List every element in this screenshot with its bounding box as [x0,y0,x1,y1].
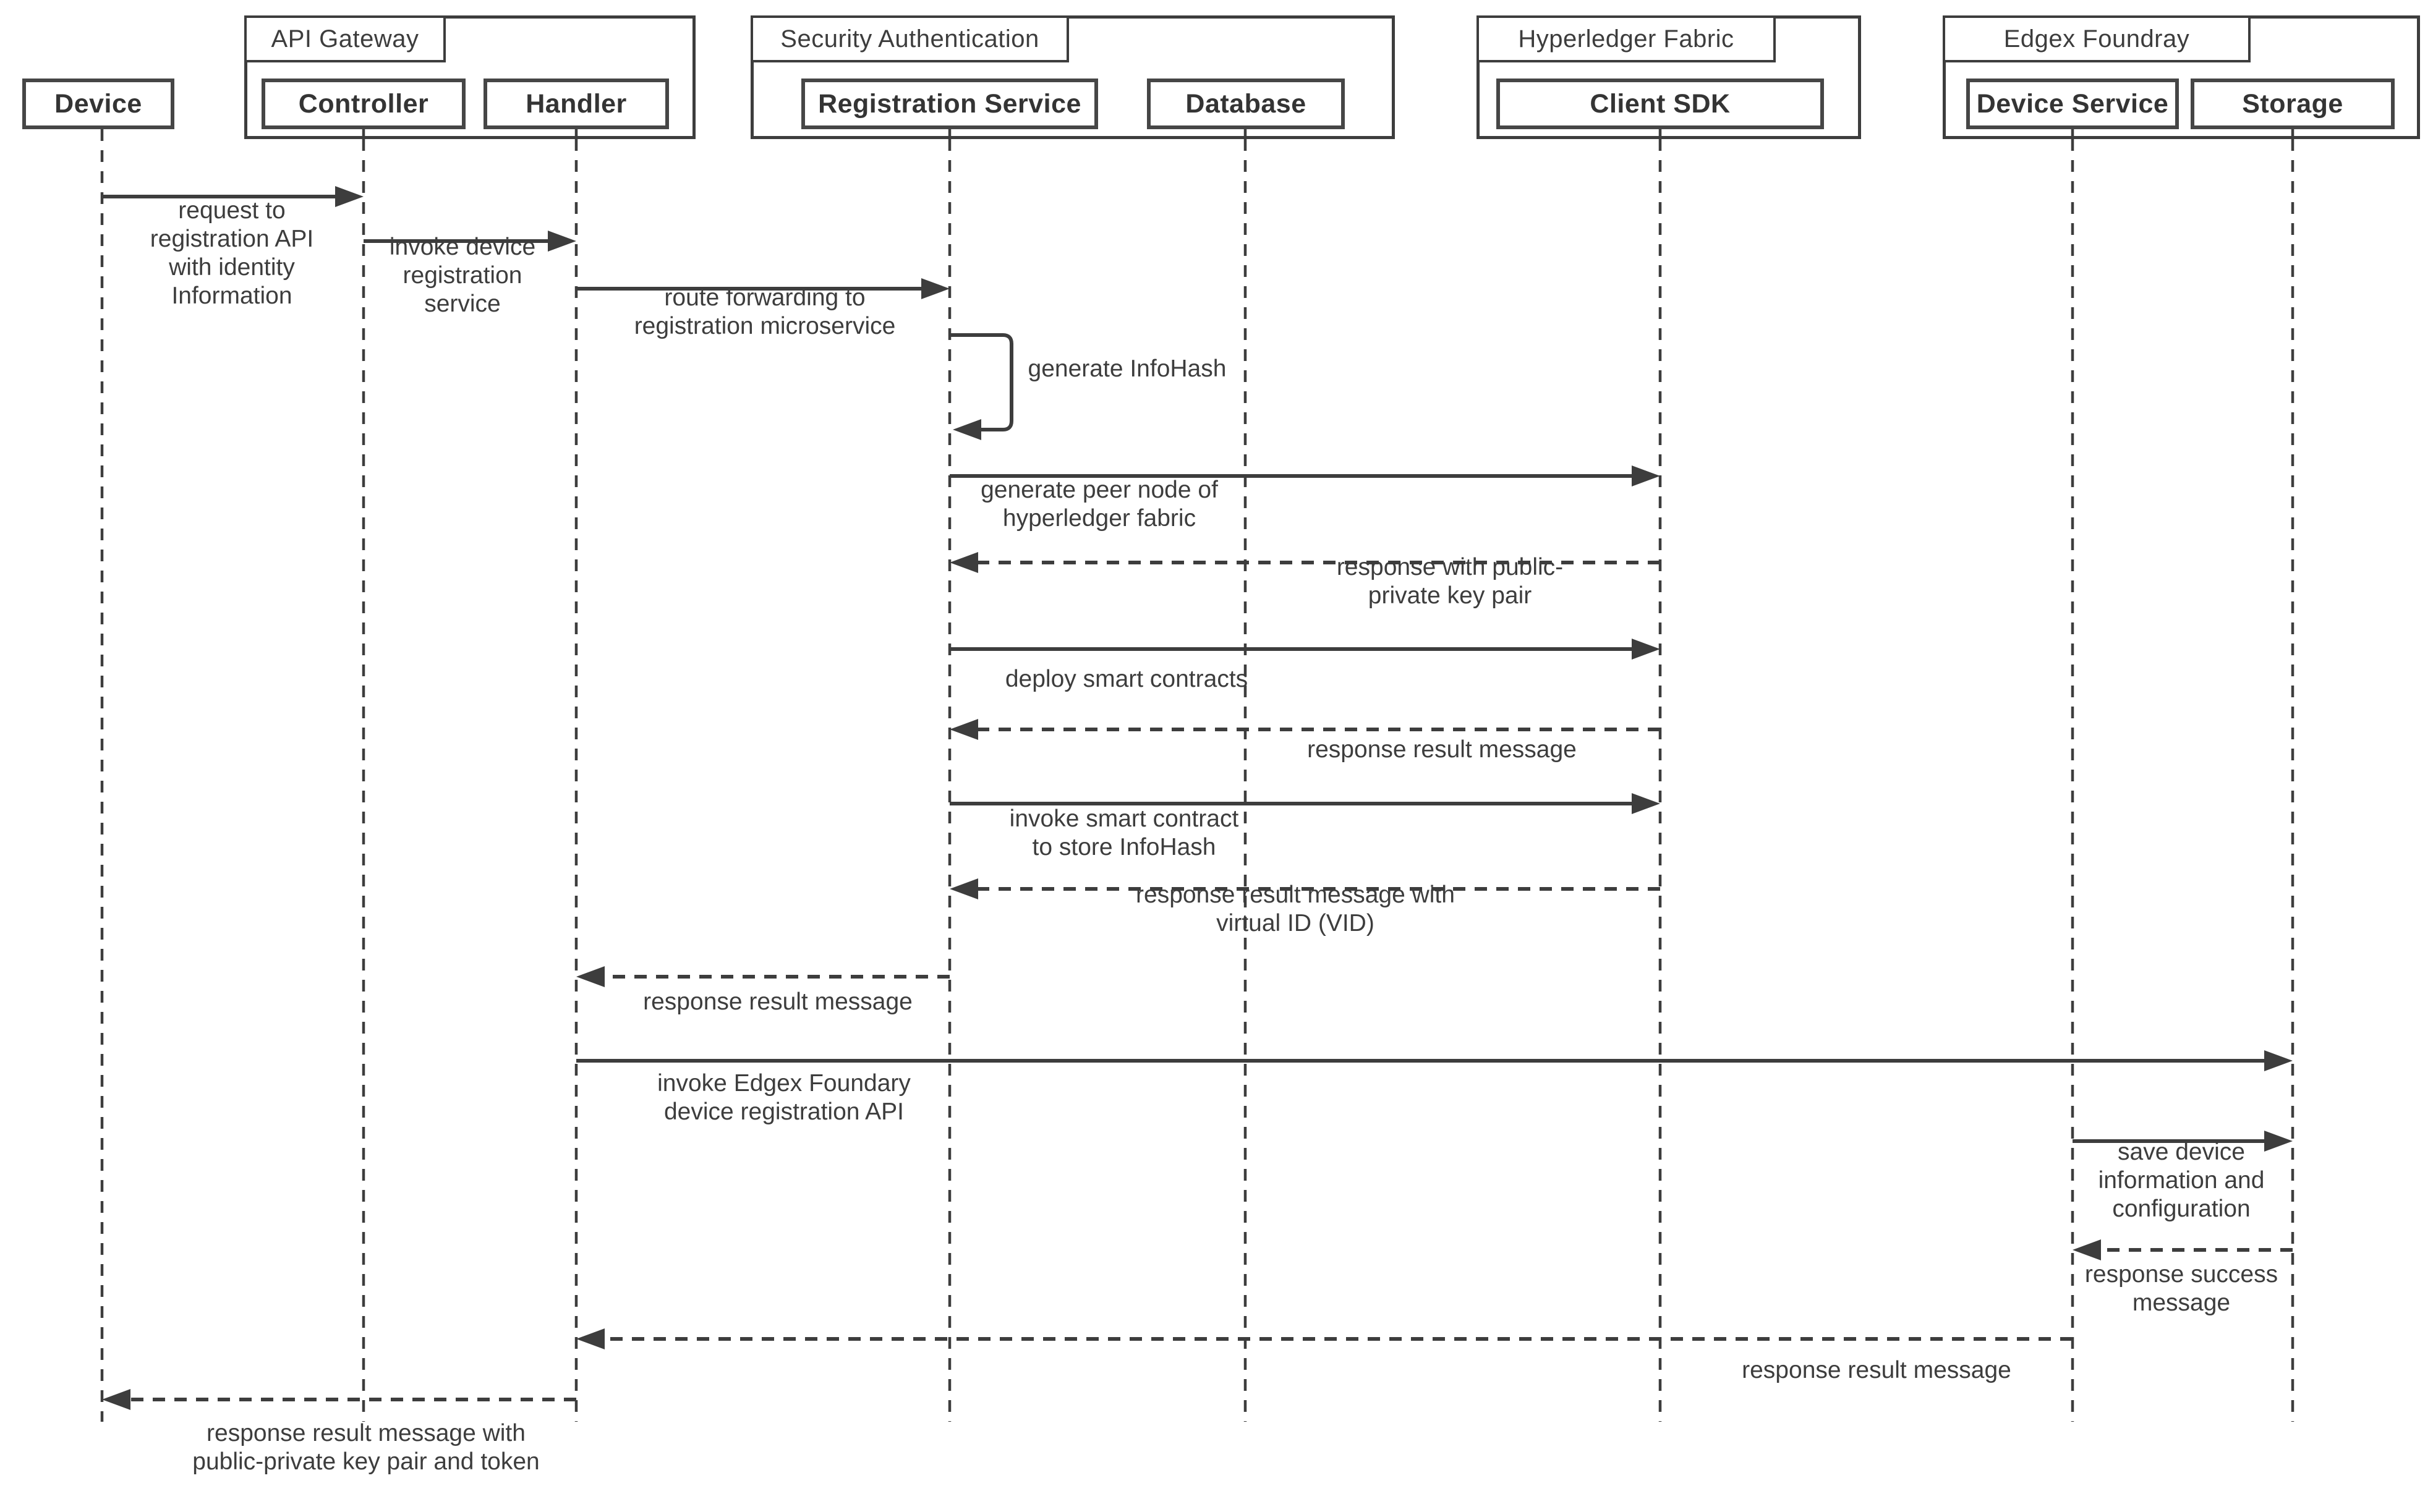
group-tab-api-gateway: API Gateway [244,15,446,62]
participant-name: Device Service [1976,88,2169,119]
participant-name: Database [1185,88,1306,119]
message-1-arrowhead [335,186,364,207]
message-2-arrowhead [548,231,576,252]
participant-name: Storage [2242,88,2343,119]
message-15-label: response result message [1742,1357,2011,1383]
group-tab-hyperledger-fabric: Hyperledger Fabric [1476,15,1776,62]
participant-name: Handler [526,88,627,119]
message-4-label: generate InfoHash [1028,355,1227,382]
message-11-arrowhead [576,966,605,987]
message-13-label: save device information and configuratio… [2098,1139,2265,1222]
group-title: Hyperledger Fabric [1518,25,1734,53]
message-8-label: response result message [1307,736,1577,763]
participant-name: Device [54,88,142,119]
participant-name: Registration Service [818,88,1081,119]
message-11-label: response result message [643,988,913,1015]
message-14-label: response success message [2084,1261,2278,1316]
message-15-arrowhead [576,1328,605,1349]
message-8-arrowhead [950,719,978,740]
message-2-label: invoke device registration service [389,234,536,317]
participant-controller: Controller [262,79,466,129]
message-7-arrowhead [1632,639,1660,660]
message-14-arrowhead [2073,1239,2101,1260]
participant-device: Device [22,79,174,129]
group-tab-edgex-foundray: Edgex Foundray [1943,15,2251,62]
participant-handler: Handler [484,79,669,129]
group-tab-security-authentication: Security Authentication [751,15,1069,62]
message-3-label: route forwarding to registration microse… [634,284,896,339]
participant-name: Controller [298,88,429,119]
message-7-label: deploy smart contracts [1005,666,1248,692]
participant-registration-service: Registration Service [801,79,1098,129]
message-1-label: request to registration API with identit… [150,197,314,309]
message-16-label: response result message with public-priv… [192,1420,540,1475]
message-13-arrowhead [2264,1131,2293,1152]
message-10-label: response result message with virtual ID … [1136,881,1455,937]
participant-client-sdk: Client SDK [1496,79,1824,129]
participant-device-service: Device Service [1966,79,2179,129]
message-12-arrowhead [2264,1050,2293,1071]
message-16-arrowhead [102,1389,130,1410]
group-title: Security Authentication [780,25,1039,53]
group-title: Edgex Foundray [2003,25,2190,53]
message-9-arrowhead [1632,793,1660,814]
message-10-arrowhead [950,878,978,899]
group-security-authentication [751,15,1395,139]
group-title: API Gateway [271,25,419,53]
message-4-self-line [950,333,1013,431]
message-9-label: invoke smart contract to store InfoHash [1009,805,1239,860]
message-6-label: response with public- private key pair [1336,554,1564,609]
participant-name: Client SDK [1590,88,1731,119]
message-12-label: invoke Edgex Foundary device registratio… [657,1070,911,1125]
message-3-arrowhead [921,278,950,299]
group-api-gateway [244,15,696,139]
participant-database: Database [1147,79,1345,129]
message-6-arrowhead [950,552,978,573]
message-4-arrowhead [953,419,981,440]
message-5-arrowhead [1632,465,1660,486]
message-5-label: generate peer node of hyperledger fabric [981,477,1218,532]
participant-storage: Storage [2191,79,2395,129]
